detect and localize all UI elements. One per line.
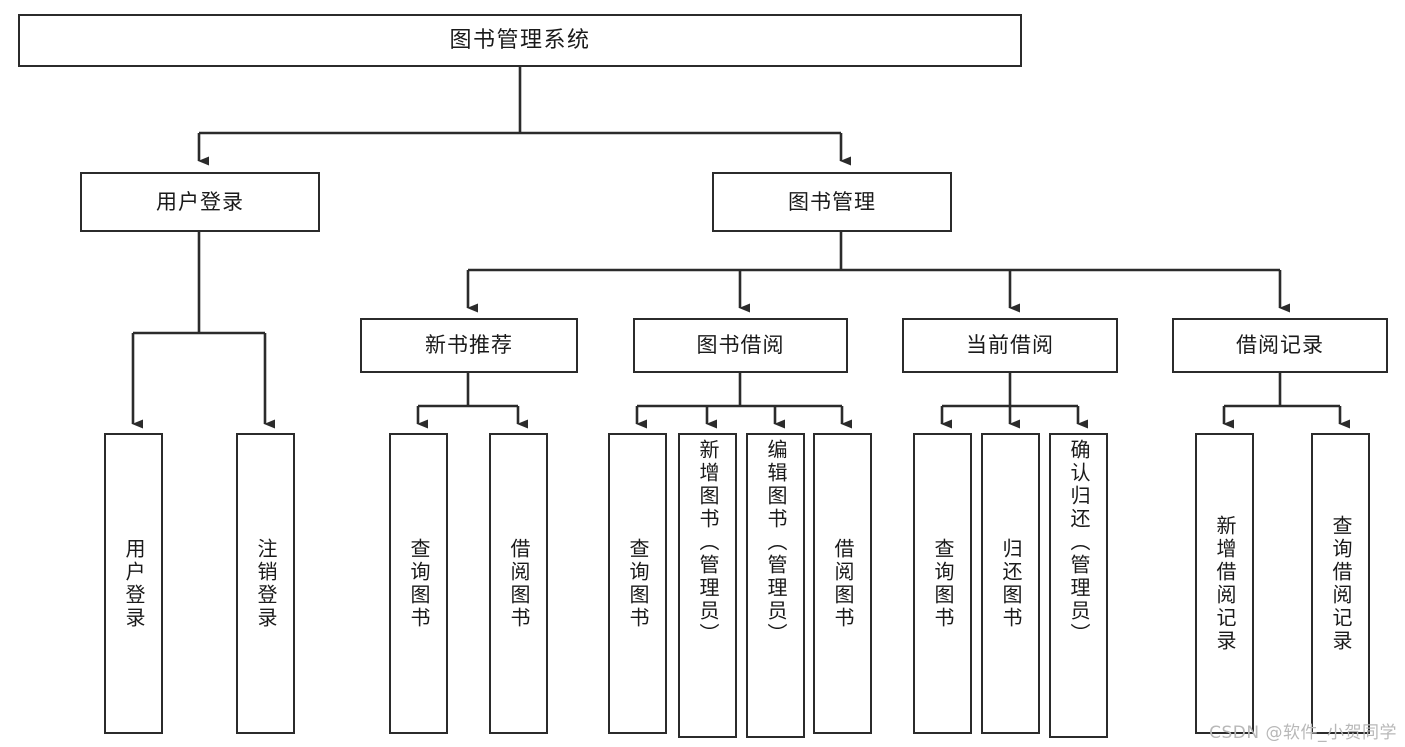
node-label: 新增图书（管理员）	[696, 439, 720, 646]
leaf-user-login-logout[interactable]: 注销登录	[236, 433, 295, 734]
leaf-new-book-borrow-book[interactable]: 借阅图书	[489, 433, 548, 734]
node-label: 图书借阅	[696, 333, 785, 358]
leaf-user-login-login[interactable]: 用户登录	[104, 433, 163, 734]
leaf-borrow-record-add-record[interactable]: 新增借阅记录	[1195, 433, 1254, 734]
leaf-current-borrow-confirm-return-admin[interactable]: 确认归还（管理员）	[1049, 433, 1108, 738]
node-label: 新增借阅记录	[1213, 514, 1237, 653]
node-label: 注销登录	[254, 537, 278, 630]
node-book-management[interactable]: 图书管理	[712, 172, 952, 232]
node-user-login[interactable]: 用户登录	[80, 172, 320, 232]
node-book-borrow[interactable]: 图书借阅	[633, 318, 848, 373]
node-label: 用户登录	[156, 189, 244, 214]
leaf-book-borrow-borrow-book[interactable]: 借阅图书	[813, 433, 872, 734]
node-label: 查询图书	[931, 537, 955, 630]
node-new-book-recommend[interactable]: 新书推荐	[360, 318, 578, 373]
node-label: 确认归还（管理员）	[1067, 439, 1091, 646]
node-label: 用户登录	[122, 537, 146, 630]
node-label: 查询借阅记录	[1329, 514, 1353, 653]
node-label: 图书管理	[788, 189, 876, 214]
leaf-new-book-query-book[interactable]: 查询图书	[389, 433, 448, 734]
node-borrow-record[interactable]: 借阅记录	[1172, 318, 1388, 373]
leaf-book-borrow-query-book[interactable]: 查询图书	[608, 433, 667, 734]
node-label: 查询图书	[626, 537, 650, 630]
node-current-borrow[interactable]: 当前借阅	[902, 318, 1118, 373]
node-label: 借阅图书	[507, 537, 531, 630]
node-root-book-management-system[interactable]: 图书管理系统	[18, 14, 1022, 67]
node-label: 图书管理系统	[449, 27, 591, 53]
node-label: 当前借阅	[966, 333, 1054, 358]
node-label: 归还图书	[999, 537, 1023, 630]
leaf-current-borrow-return-book[interactable]: 归还图书	[981, 433, 1040, 734]
node-label: 编辑图书（管理员）	[764, 439, 788, 646]
csdn-watermark: CSDN @软件_小贺同学	[1209, 723, 1397, 743]
leaf-book-borrow-add-book-admin[interactable]: 新增图书（管理员）	[678, 433, 737, 738]
node-label: 借阅记录	[1236, 333, 1324, 358]
leaf-book-borrow-edit-book-admin[interactable]: 编辑图书（管理员）	[746, 433, 805, 738]
node-label: 借阅图书	[831, 537, 855, 630]
node-label: 新书推荐	[425, 333, 513, 358]
leaf-borrow-record-query-record[interactable]: 查询借阅记录	[1311, 433, 1370, 734]
node-label: 查询图书	[407, 537, 431, 630]
leaf-current-borrow-query-book[interactable]: 查询图书	[913, 433, 972, 734]
